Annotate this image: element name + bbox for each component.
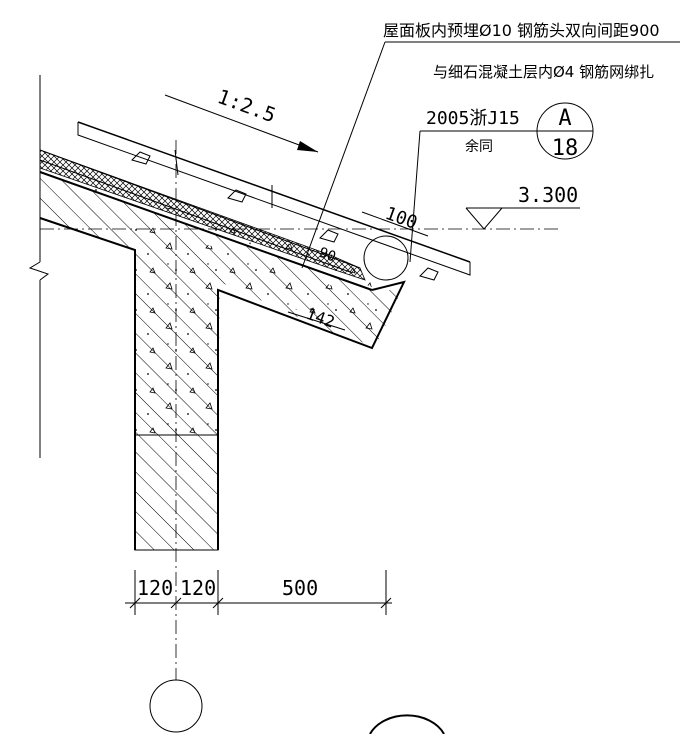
wall-lower bbox=[134, 434, 219, 551]
dim-wall-right: 120 bbox=[180, 576, 216, 600]
slope-indicator: 1:2.5 bbox=[164, 84, 319, 153]
left-break-line bbox=[28, 75, 50, 458]
ref-sheet-number: 18 bbox=[552, 136, 579, 161]
dim-wall-left: 120 bbox=[137, 576, 173, 600]
ref-standard: 2005浙J15 bbox=[426, 108, 520, 129]
slope-label: 1:2.5 bbox=[214, 84, 279, 127]
rebar-note-line2: 与细石混凝土层内Ø4 钢筋网绑扎 bbox=[433, 63, 654, 81]
rebar-note-line1: 屋面板内预埋Ø10 钢筋头双向间距900 bbox=[383, 21, 660, 40]
ref-detail-letter: A bbox=[558, 106, 571, 131]
elevation-value: 3.300 bbox=[518, 183, 578, 207]
roof-tiles bbox=[77, 121, 471, 281]
rebar-note: 屋面板内预埋Ø10 钢筋头双向间距900 与细石混凝土层内Ø4 钢筋网绑扎 bbox=[301, 21, 680, 269]
detail-reference: 2005浙J15 余同 A 18 bbox=[409, 102, 594, 263]
eave-callout: 100 90 142 bbox=[287, 203, 429, 332]
elevation-marker: 3.300 bbox=[465, 183, 580, 230]
center-lines bbox=[40, 140, 560, 680]
slab-concrete-fill bbox=[135, 222, 380, 435]
axis-bubble bbox=[149, 679, 203, 733]
axis-markers bbox=[149, 679, 445, 734]
ref-note: 余同 bbox=[465, 138, 493, 155]
bottom-dimensions: 120 120 500 bbox=[125, 570, 392, 615]
tile-dim-label: 90 bbox=[317, 245, 338, 266]
axis-bubble-partial bbox=[369, 714, 445, 734]
roof-layers bbox=[39, 149, 406, 551]
structural-slab bbox=[40, 172, 402, 435]
insulation-layer bbox=[39, 149, 366, 281]
dim-overhang: 500 bbox=[282, 576, 318, 600]
